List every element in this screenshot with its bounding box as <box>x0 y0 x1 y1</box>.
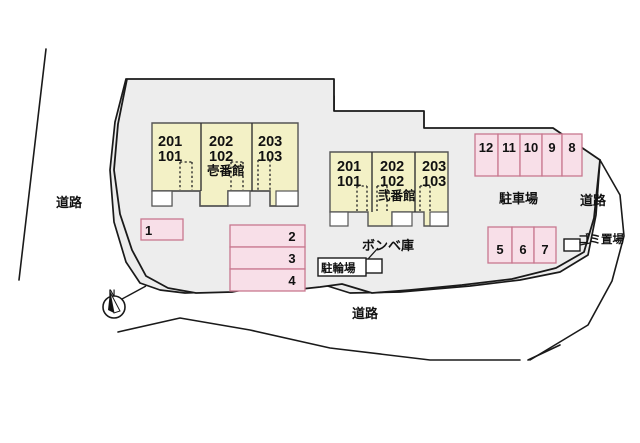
parking-stalls-2-4-group[interactable]: 2 3 4 <box>229 224 306 292</box>
building-1-unit-2-lower: 103 <box>258 149 282 165</box>
building-2-entry-left <box>329 211 349 227</box>
compass-leader-line <box>121 285 147 300</box>
road-label-south: 道路 <box>352 306 379 322</box>
building-1-group: 201 101 202 102 203 103 壱番館 <box>151 122 299 207</box>
compass-rose-group: N <box>102 285 147 319</box>
parking-area-label: 駐車場 <box>499 191 538 207</box>
bicycle-parking-label: 駐輪場 <box>321 261 356 275</box>
parking-stall-1-label: 1 <box>145 223 152 238</box>
building-1-unit-2-upper: 203 <box>258 134 282 150</box>
parking-stall-12-label: 12 <box>479 140 493 155</box>
building-1-unit-0-upper: 201 <box>158 134 182 150</box>
road-label-east: 道路 <box>580 193 607 209</box>
bicycle-parking-box <box>317 257 367 277</box>
building-1-unit-1-lower: 102 <box>209 149 233 165</box>
parking-top-row-group[interactable]: 12 11 10 9 8 <box>474 133 583 177</box>
building-1-unit-1-upper: 202 <box>209 134 233 150</box>
compass-needle-light <box>109 291 121 314</box>
parking-stall-7-label: 7 <box>541 242 548 257</box>
building-2-group: 201 101 202 102 203 103 弐番館 <box>329 151 449 227</box>
east-road-right-edge <box>529 159 625 361</box>
building-1-stair-dashes <box>179 159 271 190</box>
building-2-unit-0-upper: 201 <box>337 159 361 175</box>
parking-stall-4-label: 4 <box>288 273 296 288</box>
parking-stall-4-rect[interactable] <box>229 268 306 292</box>
parking-stall-10-label: 10 <box>524 140 538 155</box>
parking-stall-3-label: 3 <box>288 251 295 266</box>
parking-stall-8-rect[interactable] <box>561 133 583 177</box>
building-2-unit-2-lower: 103 <box>422 174 446 190</box>
garbage-area-label-line1: ゴミ置場 <box>578 232 624 246</box>
garbage-area-leader <box>579 242 591 246</box>
building-2-name: 弐番館 <box>378 188 416 203</box>
building-1-entry-right <box>275 190 299 207</box>
south-road-lower-edge <box>117 317 521 361</box>
bicycle-parking-group: 駐輪場 <box>317 257 367 277</box>
building-1-entry-left <box>151 190 173 207</box>
gas-cylinder-storage-label: ボンベ庫 <box>362 238 414 254</box>
west-road-left-edge <box>18 48 47 281</box>
parking-stall-1-group[interactable]: 1 <box>140 218 184 241</box>
parking-stall-6-label: 6 <box>519 242 526 257</box>
building-2-unit-1-upper: 202 <box>380 159 404 175</box>
building-2-unit-2-upper: 203 <box>422 159 446 175</box>
parking-stall-9-label: 9 <box>548 140 555 155</box>
building-2-entry-right <box>429 211 449 227</box>
garbage-area-group: ゴミ置場 <box>563 232 624 252</box>
building-2-stair-dashes <box>356 185 431 211</box>
building-2-unit-1-lower: 102 <box>380 174 404 190</box>
parking-stall-2-label: 2 <box>288 229 295 244</box>
south-road-right-fragment <box>527 344 561 361</box>
gas-cylinder-storage-box <box>363 258 383 274</box>
road-boundary-lines <box>18 48 625 361</box>
building-1-entry-mid <box>227 190 251 207</box>
road-label-west: 道路 <box>56 195 83 211</box>
gas-cylinder-leader <box>367 247 379 260</box>
parking-stall-11-label: 11 <box>502 140 516 155</box>
building-1-name: 壱番館 <box>207 163 245 178</box>
building-1-unit-0-lower: 101 <box>158 149 182 165</box>
parking-stall-1-rect[interactable] <box>140 218 184 241</box>
parking-stall-7-rect[interactable] <box>533 226 557 264</box>
building-2-unit-0-lower: 101 <box>337 174 361 190</box>
parking-bottom-row-group[interactable]: 5 6 7 <box>487 226 557 264</box>
parking-stall-8-label: 8 <box>568 140 575 155</box>
compass-north-label: N <box>109 288 116 298</box>
parking-stall-5-label: 5 <box>496 242 503 257</box>
building-2-entry-mid <box>391 211 413 227</box>
